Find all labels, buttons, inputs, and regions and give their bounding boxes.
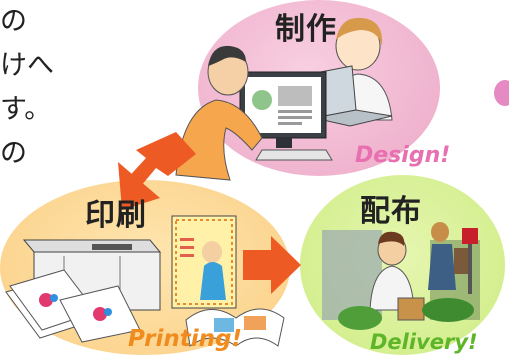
walker-figure [428,222,468,290]
design-caption: Design! [355,143,451,168]
magazine [185,308,285,347]
design-title: 制作 [275,12,337,47]
paper-stack [5,269,141,343]
text-line-4: の [0,138,27,169]
text-line-2: けへ [0,50,54,81]
text-line-1: の [0,6,27,37]
print-title: 印刷 [85,198,147,233]
poster [171,215,237,309]
plants [338,298,474,330]
delivery-title: 配布 [360,194,422,229]
description-text: の けへ す。 の [0,0,60,176]
decor-dot [494,80,509,106]
delivery-person [369,231,425,321]
arrow-design-to-print [118,132,196,210]
print-caption: Printing! [128,326,242,352]
delivery-caption: Delivery! [370,330,478,354]
mailbox [462,228,478,294]
text-line-3: す。 [0,94,52,125]
man-figure [175,45,263,181]
monitor [239,71,333,161]
arrow-print-to-delivery [243,236,301,294]
